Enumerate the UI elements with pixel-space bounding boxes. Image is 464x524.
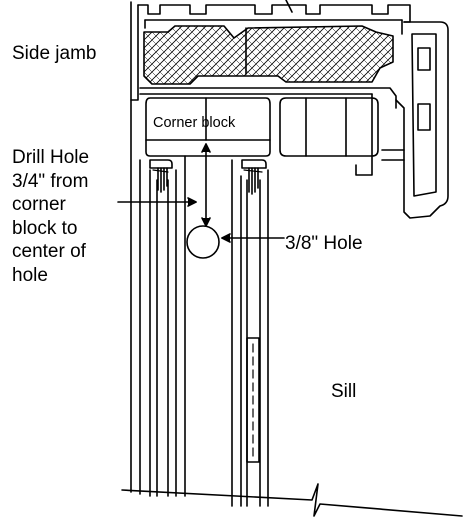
drill-line-4: block to xyxy=(12,217,78,239)
side-jamb-profile xyxy=(130,1,449,219)
drill-line-6: hole xyxy=(12,264,48,286)
sill-break-line xyxy=(121,483,463,517)
interlock-slot xyxy=(246,337,260,463)
drill-leader xyxy=(117,197,197,207)
drill-line-2: 3/4" from xyxy=(12,170,89,192)
insulation-core xyxy=(143,25,394,85)
left-sash xyxy=(130,99,186,497)
corner-block xyxy=(145,97,271,157)
drill-hole xyxy=(186,225,220,259)
hole-size-label: 3/8" Hole xyxy=(285,233,363,254)
hole-leader xyxy=(221,233,285,243)
drill-line-1: Drill Hole xyxy=(12,147,90,168)
drill-line-3: corner xyxy=(12,194,66,215)
right-sash xyxy=(231,159,269,507)
side-jamb-label: Side jamb xyxy=(12,43,97,64)
drill-hole-instruction: Drill Hole 3/4" from corner block to cen… xyxy=(12,146,89,287)
dimension-arrow xyxy=(201,143,211,227)
sill-label: Sill xyxy=(331,381,357,402)
weatherstrip-left xyxy=(149,159,173,193)
right-chamber xyxy=(279,97,379,157)
weatherstrip-right xyxy=(241,159,267,195)
profile-leader xyxy=(285,0,293,13)
drill-line-5: center of xyxy=(12,241,86,262)
corner-block-label: Corner block xyxy=(153,115,236,131)
